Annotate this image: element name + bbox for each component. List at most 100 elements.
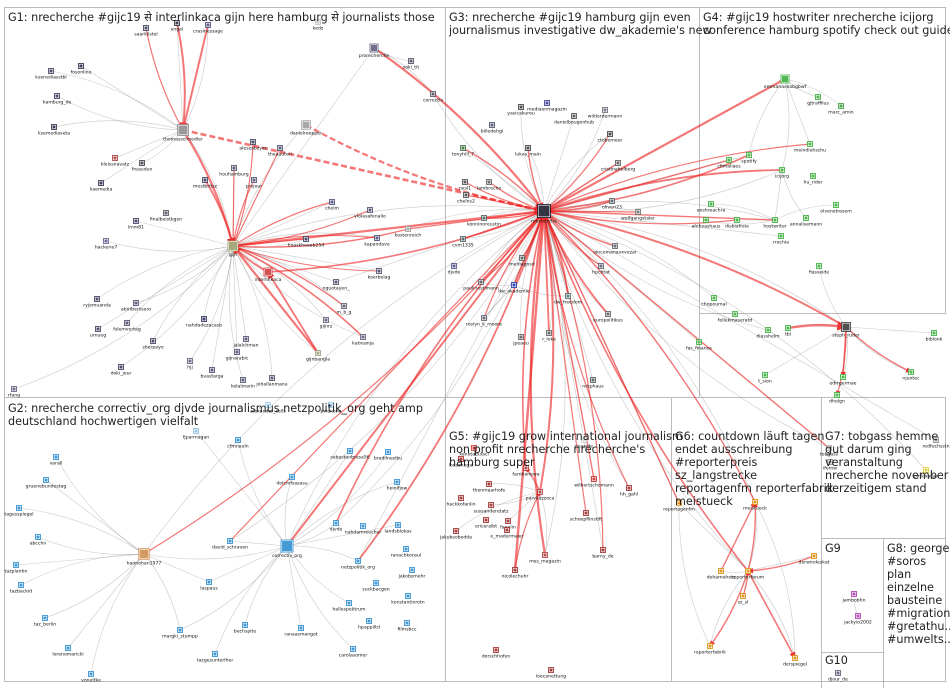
node-danielroepper[interactable]: danielroepper <box>290 120 322 137</box>
node-vincemanavxvezar[interactable]: vincemanavxvezar <box>593 243 637 256</box>
node-kaemedia[interactable]: kaemedia <box>90 180 113 193</box>
node-hpappiltd[interactable]: hpappiltd <box>358 618 380 631</box>
node-lorenomaricki[interactable]: lorenomaricki <box>52 645 84 658</box>
node-chelm[interactable]: chelm <box>325 199 340 212</box>
node-fslemvertag[interactable]: fslemvertag <box>113 320 141 333</box>
node-gruenebundestag[interactable]: gruenebundestag <box>26 477 67 490</box>
node-roslyn_k_moore[interactable]: roslyn_k_moore <box>466 315 502 328</box>
node-meindiehschu[interactable]: meindiehschu <box>794 141 826 154</box>
node-voneltke[interactable]: voneltke <box>81 671 101 684</box>
node-bechspite[interactable]: bechspite <box>234 622 257 635</box>
node-nicolechuhr[interactable]: nicolechuhr <box>502 567 529 580</box>
node-carolasomer[interactable]: carolasomer <box>339 646 368 659</box>
node-r_leko[interactable]: r_leko <box>542 330 556 343</box>
node-chopoumal[interactable]: chopoumal <box>701 295 727 308</box>
node-laspaus[interactable]: laspaus <box>200 579 218 592</box>
node-djour_de[interactable]: djour_de <box>828 670 848 683</box>
node-europolitikus[interactable]: europolitikus <box>593 311 623 324</box>
node-emmanaseabgbwf[interactable]: emmanaseabgbwf <box>764 74 807 90</box>
node-hackerie7[interactable]: hackerie7 <box>95 238 118 251</box>
node-violasafenalio[interactable]: violasafenalio <box>354 207 386 220</box>
node-finalbeistkgen[interactable]: finalbeistkgen <box>150 210 183 223</box>
node-sebastanbresa56[interactable]: sebastanbresa56 <box>330 448 370 461</box>
node-nesl1[interactable]: nesl1 <box>459 179 471 192</box>
node-hamburg_de[interactable]: hamburg_de <box>43 93 72 106</box>
node-konninoreustin[interactable]: konninoreustin <box>467 215 501 228</box>
node-derspiegel[interactable]: derspiegel <box>783 655 807 668</box>
node-freaudux[interactable]: freaudux <box>132 160 153 173</box>
node-djvde[interactable]: djvde <box>448 263 461 276</box>
node-billedehgi[interactable]: billedehgi <box>481 122 503 135</box>
node-fjparmagan[interactable]: fjparmagan <box>183 428 209 441</box>
node-danielbougenhub[interactable]: danielbougenhub <box>554 113 594 126</box>
node-olvenotrosem[interactable]: olvenotrosem <box>820 202 852 215</box>
node-engel[interactable]: engel <box>171 20 184 33</box>
node-biblonk[interactable]: biblonk <box>926 330 943 343</box>
node-cristinahelberg[interactable]: cristinahelberg <box>601 160 635 173</box>
node-spotify[interactable]: spotify <box>741 152 757 165</box>
node-fas_finance[interactable]: fas_finance <box>686 339 712 352</box>
node-ranaasmangot[interactable]: ranaasmangot <box>284 625 318 638</box>
node-icijorg[interactable]: icijorg <box>775 167 789 180</box>
node-tazplantin[interactable]: tazplantin <box>5 562 28 575</box>
node-thenmaarhofe[interactable]: thenmaarhofe <box>473 481 506 494</box>
node-theaauteri[interactable]: theaauteri <box>268 145 292 158</box>
node-tbl[interactable]: tbl <box>785 325 791 338</box>
node-reporterfabrik[interactable]: reporterfabrik <box>694 643 726 656</box>
node-prorecherche[interactable]: prorecherche <box>359 43 390 59</box>
node-fiasseide[interactable]: fiasseide <box>809 263 830 276</box>
node-djvde2[interactable]: djvde <box>330 520 343 533</box>
node-ericeralbt[interactable]: ericeralbt <box>475 517 497 530</box>
node-hu_rider[interactable]: hu_rider <box>804 173 823 186</box>
node-tazbelin[interactable]: taz_berlin <box>34 615 57 628</box>
node-bradilnezibu[interactable]: bradilnezibu <box>374 449 402 462</box>
node-wilbertschomann[interactable]: wilbertschomann <box>574 476 614 489</box>
node-reporterforum[interactable]: reporterforum <box>732 568 765 581</box>
node-cfimaliaes[interactable]: cfimaliaes <box>717 157 741 170</box>
node-annalisemann[interactable]: annalisemann <box>790 215 822 228</box>
node-rieaside[interactable]: rieaside <box>575 437 593 450</box>
node-ryjemuanda[interactable]: ryjemuanda <box>83 296 111 309</box>
node-heinifjow[interactable]: heinifjow <box>387 479 408 492</box>
node-sussanderetatz[interactable]: sussanderetatz <box>473 502 509 515</box>
node-lmm81[interactable]: lmm81 <box>128 218 144 231</box>
node-wilderdermann[interactable]: wilderdermann <box>588 107 623 120</box>
node-correctiv_org[interactable]: correctiv_org <box>272 539 302 559</box>
node-netzpolitik_org[interactable]: netzpolitik_org <box>341 558 375 571</box>
node-mediaenmagazin[interactable]: mediaenmagazin <box>527 100 567 113</box>
node-jakobsmehr[interactable]: jakobsmehr <box>398 567 426 580</box>
node-dholgn[interactable]: dholgn <box>829 392 845 405</box>
node-lambrecho[interactable]: lambrecho <box>477 179 502 192</box>
node-katreanja[interactable]: katreanja <box>352 334 374 347</box>
node-edrrgermae[interactable]: edrrgermae <box>829 374 857 387</box>
node-m_b_g[interactable]: m_b_g <box>337 303 352 316</box>
node-dw_freedom[interactable]: dw_freedom <box>554 293 583 306</box>
node-abiriberiisero[interactable]: abiriberiisero <box>121 300 151 313</box>
node-correctiv[interactable]: correctiv <box>423 91 443 104</box>
node-hjj[interactable]: hjj <box>187 358 193 371</box>
node-doki_jour[interactable]: doki_jour <box>111 364 132 377</box>
node-david_schraven[interactable]: david_schraven <box>212 538 248 551</box>
node-netzpolitikl[interactable]: nahdamreecher <box>345 523 382 536</box>
node-jackyio2002[interactable]: jackyio2002 <box>843 613 872 626</box>
node-hannohan1977[interactable]: hannohan1977 <box>127 548 162 567</box>
node-nahdadezacasb[interactable]: nahdadezacasb <box>186 316 222 329</box>
node-saarklistel[interactable]: saarklistel <box>134 25 158 38</box>
node-fellekmaseratd[interactable]: fellekmaseratd <box>718 311 752 324</box>
node-njuntec[interactable]: njuntec <box>902 369 920 382</box>
node-disbiafreie[interactable]: disbiafreie <box>725 217 749 230</box>
node-crasinessage[interactable]: crasinessage <box>193 22 223 35</box>
node-reportagenfm[interactable]: reportagenfm <box>663 500 695 513</box>
node-ahihvashaus[interactable]: ahihvashaus <box>692 217 721 230</box>
node-steph_ruder[interactable]: steph_ruder <box>832 322 860 339</box>
node-bvastarga[interactable]: bvastarga <box>201 367 224 380</box>
node-gijnarabic[interactable]: gijnarabic <box>226 349 249 362</box>
node-hackkofanlin[interactable]: hackkofanlin <box>446 495 476 508</box>
node-nrkphaus[interactable]: nrkphaus <box>582 377 604 390</box>
node-dw_akademie[interactable]: dw_akademie <box>498 282 530 295</box>
node-sherpayo[interactable]: sherpayo <box>142 338 164 351</box>
node-gijnrz[interactable]: gijnrz <box>320 317 333 330</box>
node-cfmnauln[interactable]: cfmnauln <box>227 437 249 450</box>
node-jpeaeu[interactable]: jpeaeu <box>512 334 529 347</box>
node-tobgass[interactable]: tobgass <box>820 445 839 458</box>
